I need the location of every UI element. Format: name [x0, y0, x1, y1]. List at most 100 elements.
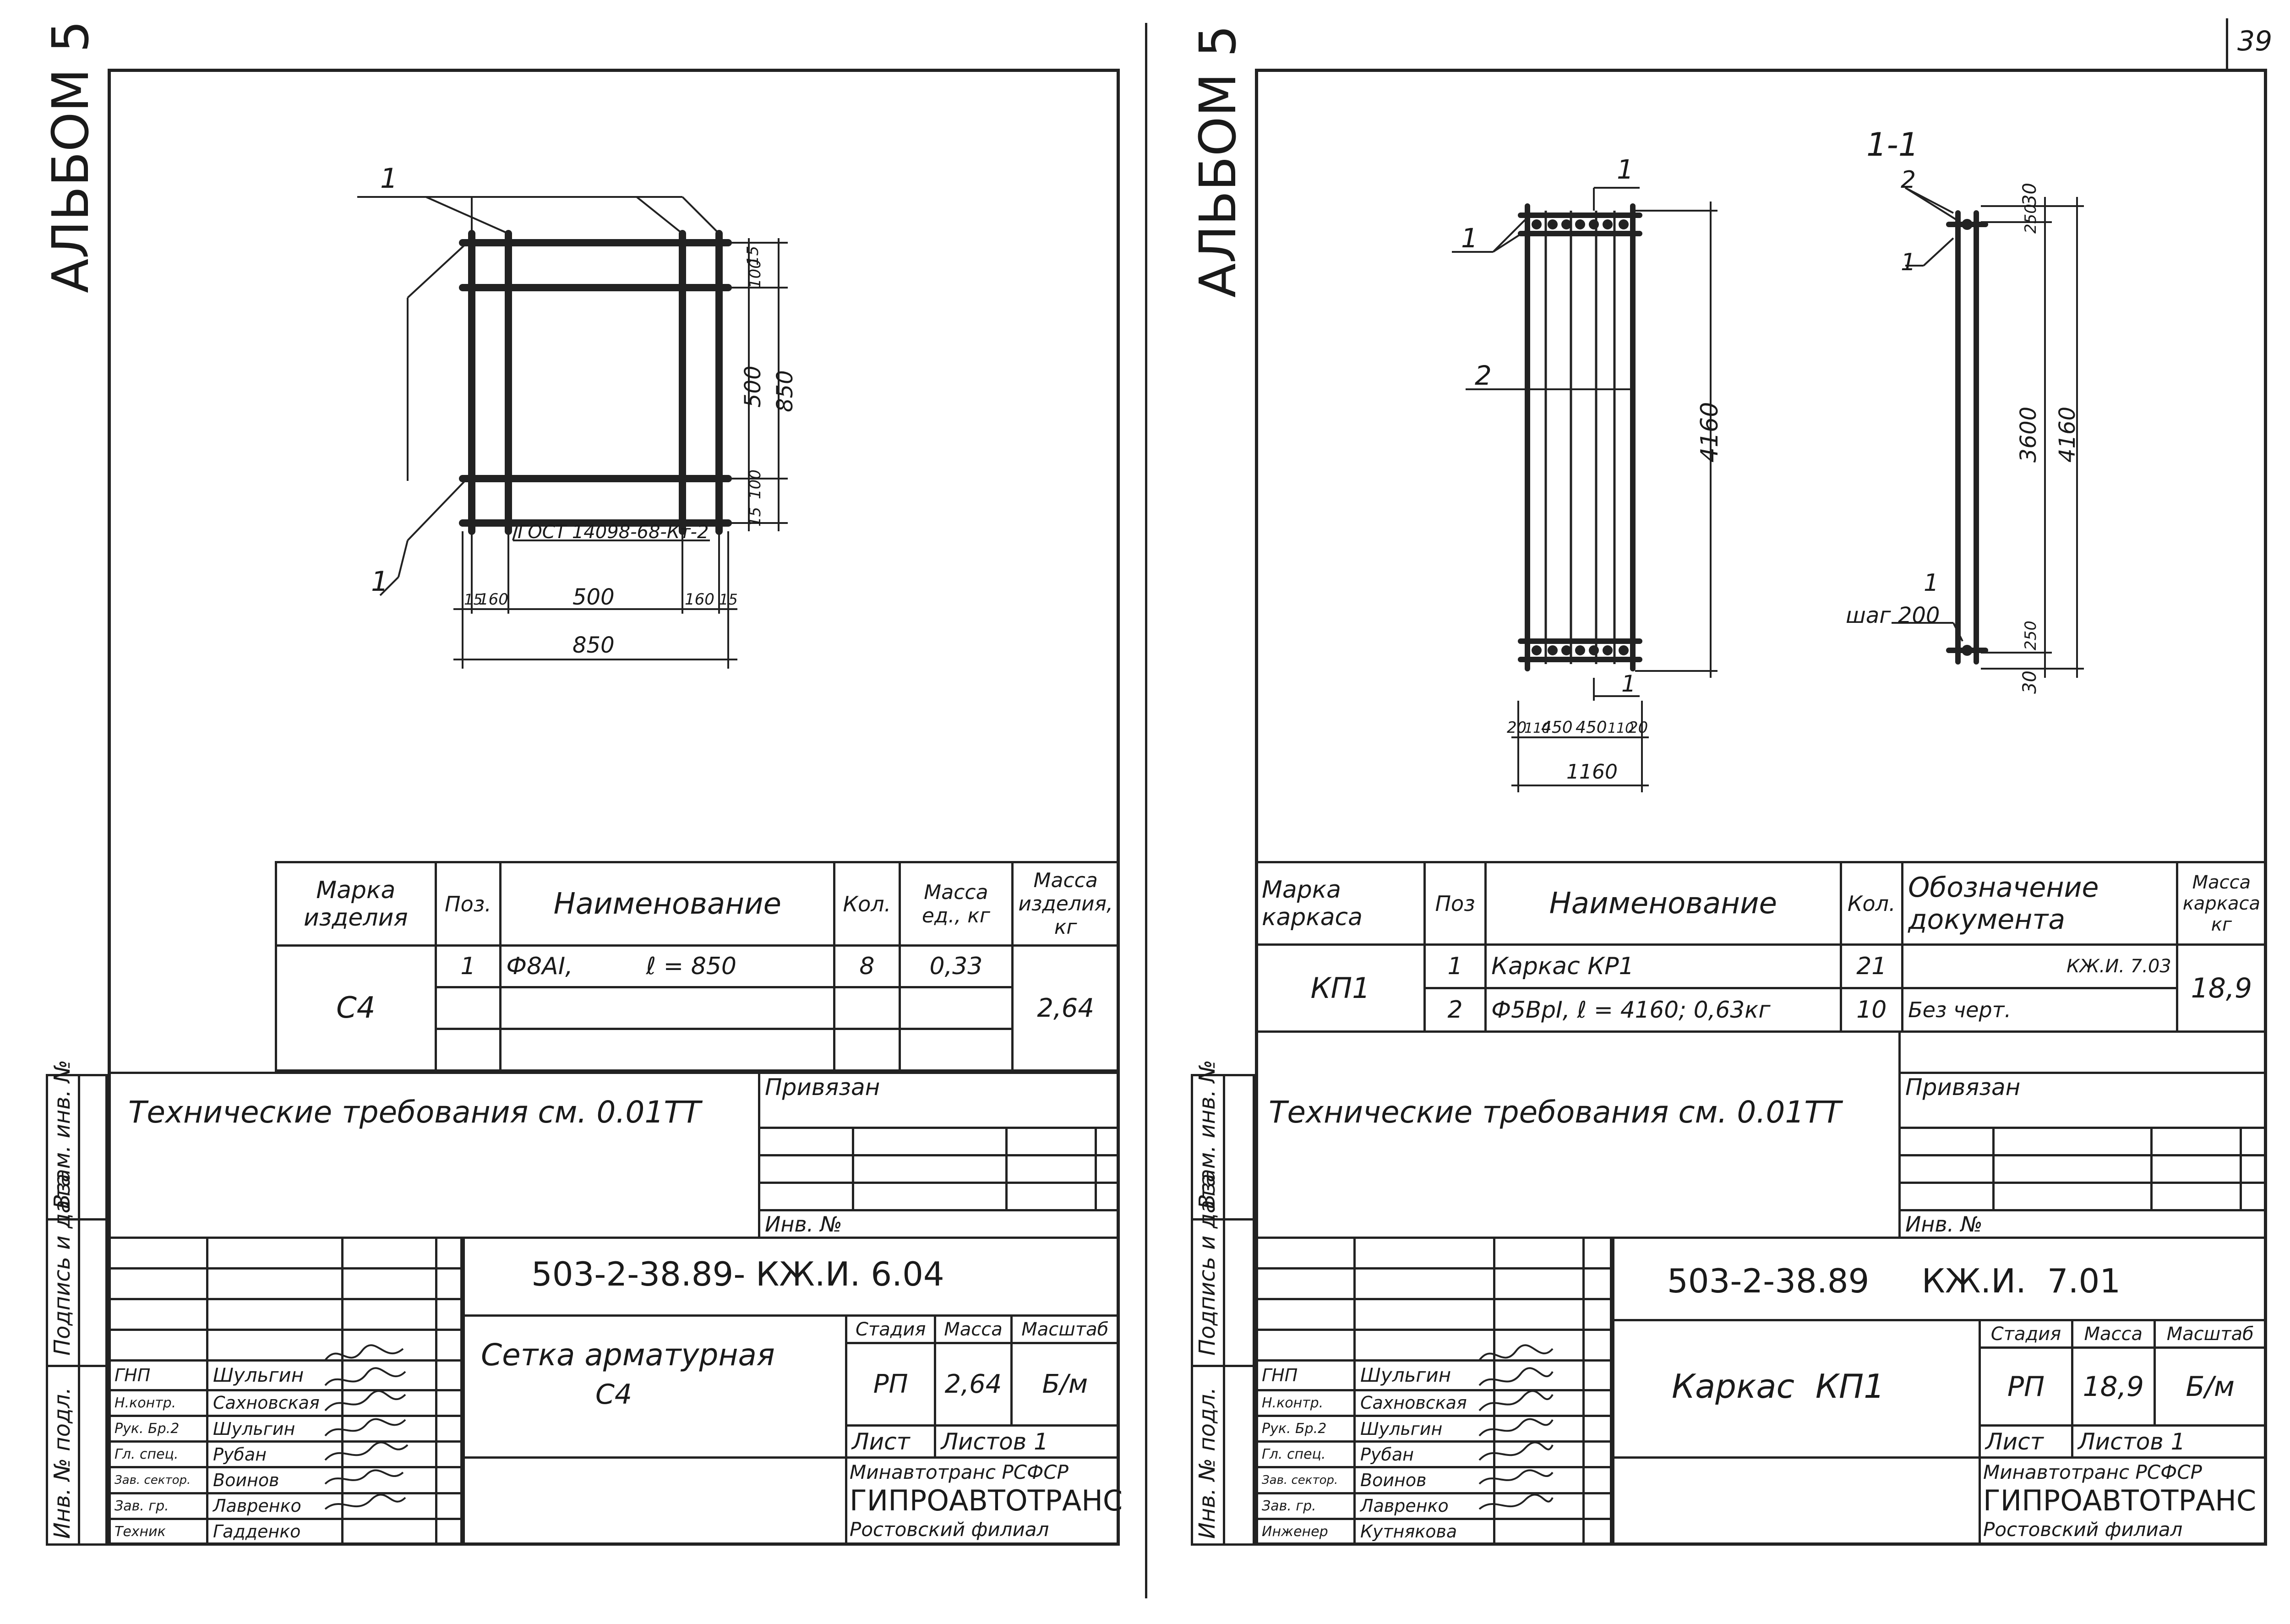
right-title: Каркас КП1 — [1672, 1367, 1885, 1406]
left-mesh-drawing: 1 1 ГОСТ 14098-68-Кт-2 15 100 500 850 10… — [357, 163, 798, 669]
left-privyazan: Привязан — [758, 1072, 1120, 1129]
right-width: 1160 — [1566, 760, 1618, 784]
left-side-divider — [78, 1074, 80, 1546]
left-staff-name-4: Воинов — [206, 1466, 344, 1494]
left-code: 503-2-38.89- КЖ.И. 6.04 — [531, 1255, 944, 1293]
svg-text:1: 1 — [1621, 670, 1636, 697]
svg-text:15: 15 — [719, 591, 738, 608]
left-side-sep2 — [46, 1365, 108, 1367]
right-inv-no: Инв. № — [1898, 1209, 2267, 1239]
right-staff-name-2: Шульгин — [1353, 1415, 1495, 1443]
svg-text:450: 450 — [1576, 718, 1607, 737]
right-spec-h-name: Наименование — [1484, 861, 1842, 946]
left-stage-v3: Б/м — [1010, 1342, 1120, 1427]
right-spec-pos-1: 2 — [1423, 987, 1487, 1033]
left-spec-h-name: Наименование — [499, 861, 836, 947]
left-spec-h-pos: Поз. — [434, 861, 502, 947]
left-staff-role-1: Н.контр. — [108, 1389, 208, 1417]
svg-text:500: 500 — [740, 365, 766, 408]
right-staff-name-1: Сахновская — [1353, 1389, 1495, 1417]
right-staff-name-0: Шульгин — [1353, 1359, 1495, 1391]
left-spec-unitmass: 0,33 — [898, 944, 1014, 988]
left-stage-table: Стадия Масса Масштаб РП 2,64 Б/м Лист Ли… — [845, 1314, 1120, 1459]
left-staff-role-2: Рук. Бр.2 — [108, 1415, 208, 1443]
right-staff-name-4: Воинов — [1353, 1466, 1495, 1494]
left-tb-hsep1 — [463, 1314, 1120, 1317]
left-stage-h1: Стадия — [845, 1314, 937, 1344]
left-org-3: Ростовский филиал — [850, 1518, 1049, 1541]
svg-text:110: 110 — [1608, 720, 1634, 736]
left-tb-hsep2 — [463, 1456, 1120, 1459]
right-org-2: ГИПРОАВТОТРАНС — [1983, 1484, 2257, 1517]
right-spec-doc-1: Без черт. — [1901, 987, 2178, 1033]
page-number: 39 — [2237, 25, 2273, 57]
left-title-2: С4 — [595, 1379, 632, 1411]
left-tb-vsep — [463, 1237, 465, 1546]
left-side-label-vzam: Взам. инв. № — [49, 1060, 75, 1209]
left-staff-role-4: Зав. сектор. — [108, 1466, 208, 1494]
left-staff-name-1: Сахновская — [206, 1389, 344, 1417]
right-tech-req: Технические требования см. 0.01ТТ — [1269, 1095, 1841, 1130]
svg-text:30: 30 — [2019, 183, 2040, 206]
svg-text:160: 160 — [479, 590, 508, 609]
right-spec-h-mass: Масса каркаса кг — [2176, 861, 2268, 946]
right-sheet-frame — [1255, 69, 2267, 1546]
right-section-label: 1-1 — [1866, 126, 1919, 163]
svg-text:4160: 4160 — [2055, 407, 2080, 463]
svg-text:100: 100 — [746, 469, 764, 499]
right-privyazan: Привязан — [1898, 1072, 2267, 1129]
svg-text:850: 850 — [772, 370, 798, 412]
svg-text:30: 30 — [2019, 670, 2040, 694]
right-signatures — [1478, 1344, 1554, 1510]
left-inv-no: Инв. № — [758, 1209, 1120, 1239]
right-stage-h2: Масса — [2071, 1319, 2156, 1349]
right-tb-hsep1 — [1612, 1319, 2267, 1321]
left-staff-name-3: Рубан — [206, 1440, 344, 1469]
right-spec-h-pos: Поз — [1423, 861, 1487, 946]
right-spec-table: Марка каркаса Поз Наименование Кол. Обоз… — [1254, 861, 2268, 1033]
right-sheet-h1: Лист — [1979, 1424, 2073, 1459]
right-stage-h3: Масштаб — [2153, 1319, 2267, 1349]
left-total-width: 850 — [572, 632, 615, 658]
left-sheet-frame — [108, 69, 1120, 1546]
right-spec-doc-0: КЖ.И. 7.03 — [1901, 943, 2178, 989]
right-spec-name-1: Ф5ВрI, ℓ = 4160; 0,63кг — [1484, 987, 1842, 1033]
left-staff-role-3: Гл. спец. — [108, 1440, 208, 1469]
left-privyazan-table: Привязан Инв. № — [758, 1072, 1120, 1239]
right-org-1: Минавтотранс РСФСР — [1983, 1461, 2202, 1483]
right-side-label-vzam: Взам. инв. № — [1194, 1060, 1220, 1209]
left-stage-h3: Масштаб — [1010, 1314, 1120, 1344]
left-org-2: ГИПРОАВТОТРАНС — [850, 1484, 1123, 1517]
left-staff-role-5: Зав. гр. — [108, 1492, 208, 1520]
right-staff-role-6: Инженер — [1255, 1517, 1356, 1546]
svg-text:15: 15 — [746, 507, 764, 527]
left-side-label-inv: Инв. № подл. — [49, 1387, 75, 1539]
left-spec-h-unitmass: Масса ед., кг — [898, 861, 1014, 947]
right-techreq-top — [1255, 1030, 2267, 1033]
left-spec-h-mark: Марка изделия — [275, 861, 437, 947]
left-staff-name-2: Шульгин — [206, 1415, 344, 1443]
left-side-sep1 — [46, 1218, 108, 1221]
right-stage-v3: Б/м — [2153, 1346, 2267, 1427]
left-spec-mark: С4 — [275, 944, 437, 1072]
left-sheet-h1: Лист — [845, 1424, 937, 1459]
svg-text:160: 160 — [685, 590, 714, 609]
svg-text:15: 15 — [464, 591, 483, 608]
right-side-sep2 — [1191, 1365, 1255, 1367]
right-staff-role-1: Н.контр. — [1255, 1389, 1356, 1417]
right-staff-role-5: Зав. гр. — [1255, 1492, 1356, 1520]
svg-text:2: 2 — [1475, 360, 1492, 391]
left-title-1: Сетка арматурная — [481, 1337, 775, 1373]
left-signatures — [324, 1344, 409, 1510]
right-spec-total: 18,9 — [2176, 943, 2268, 1033]
right-side-label-inv: Инв. № подл. — [1194, 1387, 1220, 1539]
right-spec-h-mark: Марка каркаса — [1254, 861, 1426, 946]
right-spec-qty-0: 21 — [1839, 943, 1904, 989]
left-sheet-h2: Листов 1 — [934, 1424, 1120, 1459]
left-staff-name-0: Шульгин — [206, 1359, 344, 1391]
svg-text:20: 20 — [1507, 719, 1527, 737]
right-tb-hsep2 — [1612, 1456, 2267, 1459]
left-spec-table: Марка изделия Поз. Наименование Кол. Мас… — [275, 861, 1120, 1072]
right-spec-mark: КП1 — [1254, 943, 1426, 1033]
right-stage-v2: 18,9 — [2071, 1346, 2156, 1427]
